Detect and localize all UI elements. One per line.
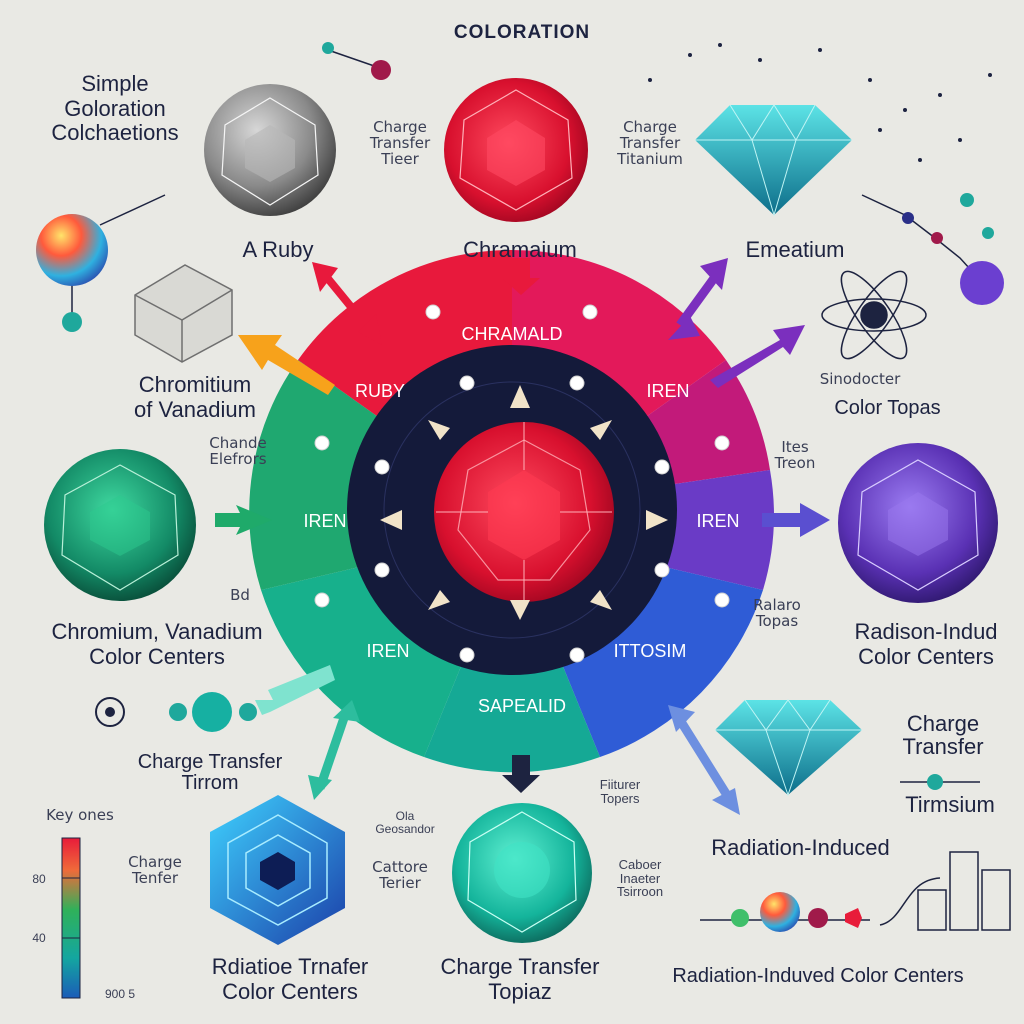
- ring-label-top: CHRAMALD: [461, 324, 562, 344]
- outer-arrows: [215, 258, 830, 815]
- ring-segment-blue: [562, 567, 763, 757]
- ring-segment-teal: [424, 664, 600, 773]
- ring-segment-ruby: [298, 249, 512, 419]
- label-tirmsium: Tirmsium: [905, 792, 995, 817]
- label-emeatium: Emeatium: [745, 237, 845, 262]
- molecule-right: [861, 193, 1004, 305]
- green-gem: [44, 449, 196, 601]
- cyan-diamond-bottom: [715, 699, 862, 797]
- inner-arrows: [380, 385, 668, 620]
- small-nodes: [95, 692, 980, 932]
- center-ruby-gem: [434, 422, 614, 602]
- scatter-dots-top-right: [648, 43, 992, 162]
- arrow-navy-down: [502, 755, 540, 793]
- key-scale-bottom: 900 5: [104, 987, 136, 1001]
- ring-segment-left: [249, 360, 381, 590]
- arrow-purple-right: [710, 325, 805, 388]
- ring-label-right: IREN: [696, 511, 739, 531]
- purple-gem: [838, 443, 998, 603]
- ring-segment-magenta: [643, 360, 770, 485]
- blue-hexagon: [210, 795, 345, 945]
- gray-gem: [204, 84, 336, 216]
- label-radiation-induced: Radiation-Induced: [711, 835, 890, 860]
- arrow-red-top: [502, 258, 540, 295]
- label-chramaium: Chramaium: [463, 237, 577, 262]
- arrow-teal-left: [255, 665, 335, 715]
- rainbow-sphere: [36, 194, 166, 332]
- arrow-teal-bottomleft: [308, 700, 360, 800]
- ring-segment-top: [512, 249, 726, 419]
- label-color-topas: Color Topas: [834, 397, 941, 419]
- arrow-blue-bottomright: [668, 705, 740, 815]
- molecule-top: [322, 42, 391, 80]
- page-title: COLORATION: [453, 22, 591, 43]
- ring-label-right-top: IREN: [646, 381, 689, 401]
- key-color-bar: [61, 837, 81, 999]
- cyan-diamond-top: [695, 104, 852, 217]
- label-bd: Bd: [230, 586, 250, 604]
- ruby-gem: [444, 78, 588, 222]
- ring-segment-purple: [665, 470, 774, 590]
- mini-bar-chart: [879, 851, 1011, 931]
- ring-segment-green: [261, 567, 462, 757]
- key-scale-mid: 40: [32, 931, 46, 945]
- atom-icon: [821, 270, 927, 360]
- label-radiation-induced-color-centers: Radiation-Induved Color Centers: [672, 965, 964, 987]
- arrow-blue-right: [762, 503, 830, 537]
- outer-ring: [249, 249, 774, 773]
- glass-cube: [134, 264, 233, 363]
- key-scale-top: 80: [32, 872, 46, 886]
- arrow-green-left: [215, 505, 272, 535]
- arrow-purple-topright: [668, 258, 728, 340]
- arrow-orange-left: [238, 335, 335, 395]
- ring-label-left: IREN: [303, 511, 346, 531]
- label-a-ruby: A Ruby: [242, 237, 314, 262]
- teal-gem: [452, 803, 592, 943]
- ring-nodes: [314, 304, 730, 663]
- label-sinodocter: Sinodocter: [819, 370, 901, 388]
- ring-label-ruby: RUBY: [355, 381, 405, 401]
- ring-label-bottom-right: ITTOSIM: [614, 641, 687, 661]
- label-key-ones: Key ones: [46, 806, 114, 824]
- ring-label-bottom-left: IREN: [366, 641, 409, 661]
- arrow-red-topleft: [312, 262, 382, 345]
- ring-label-bottom: SAPEALID: [478, 696, 566, 716]
